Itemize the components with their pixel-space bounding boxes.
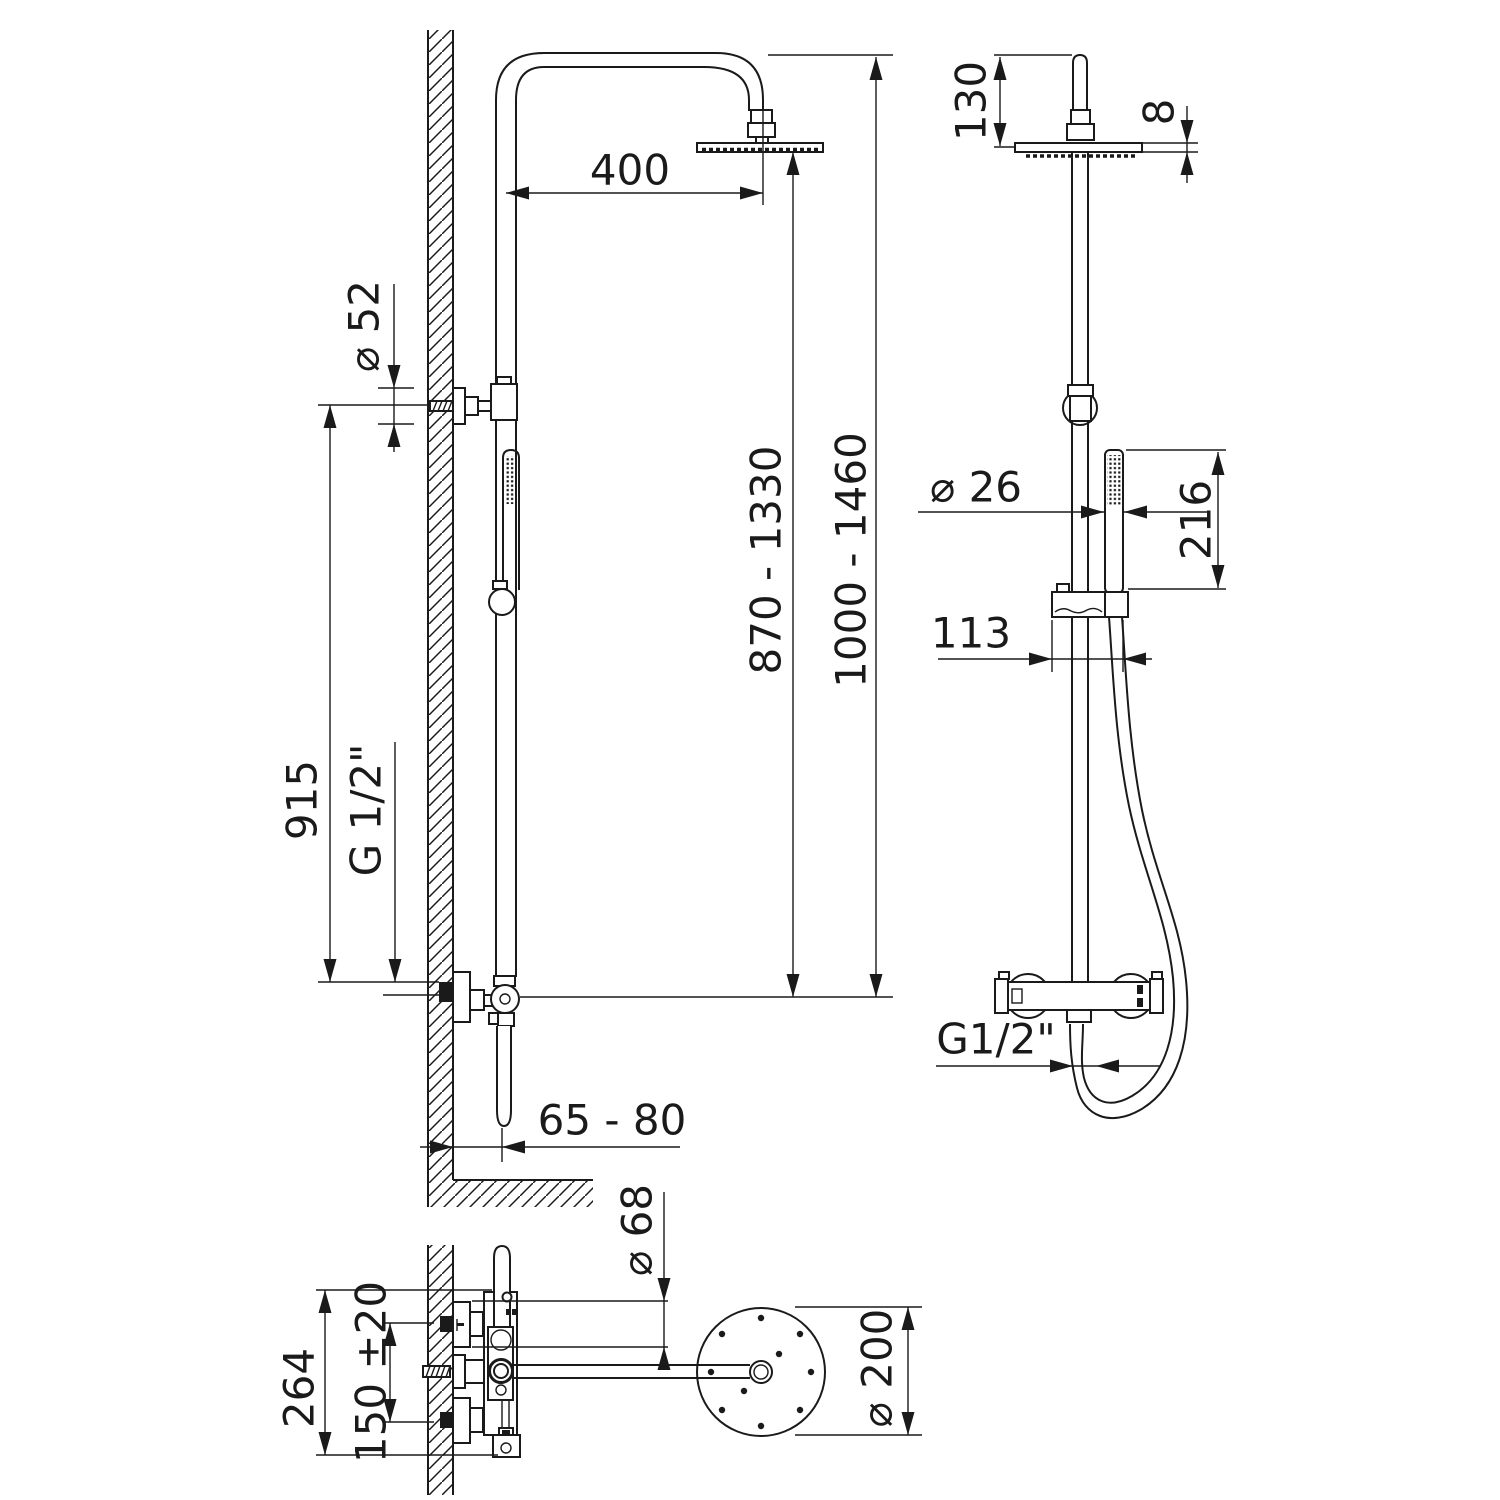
dim-label-holder-width: 113: [931, 609, 1011, 658]
dim-label-escutcheon-diameter: ⌀ 68: [613, 1184, 662, 1276]
dim-label-valve-to-head: 870 - 1330: [742, 446, 791, 675]
dim-wall-clearance: 65 - 80: [420, 1096, 687, 1162]
front-column: [1014, 53, 1143, 982]
hand-shower-front: [1104, 449, 1124, 594]
dim-label-bracket-to-valve: 915: [278, 760, 327, 840]
spray-face-texture: [1107, 455, 1121, 505]
dim-head-thickness: 8: [1135, 99, 1198, 183]
riser-and-arm: [495, 52, 824, 977]
dim-head-diameter: ⌀ 200: [795, 1306, 922, 1436]
valve-lever: [496, 1026, 512, 1128]
cold-inlet: [440, 1412, 453, 1428]
arm-nut: [747, 122, 776, 138]
slider-holder: [1051, 583, 1129, 618]
thermostatic-mixer: [994, 971, 1164, 1023]
dim-head-offset: 130: [947, 54, 1072, 148]
hot-inlet: [440, 1316, 453, 1332]
bracket-escutcheon: [452, 387, 466, 425]
shower-hose: [1069, 616, 1189, 1120]
overhead-shower-side: [696, 142, 824, 153]
dim-label-valve-to-top: 1000 - 1460: [827, 432, 876, 688]
side-view: 400 ⌀ 52 915 G 1/2": [278, 30, 893, 1207]
dim-bracket-to-valve: 915: [278, 404, 439, 983]
dim-label-inlet-spacing: 150 ±20: [347, 1281, 396, 1463]
dim-holder-width: 113: [931, 609, 1152, 672]
wall-bracket: [429, 376, 518, 425]
dim-inlet-thread: G 1/2": [342, 742, 439, 996]
valve-lever-plan: [493, 1244, 511, 1327]
dim-label-wall-clearance: 65 - 80: [538, 1096, 687, 1145]
dim-hand-shower-diameter: ⌀ 26: [918, 463, 1208, 519]
dim-label-head-offset: 130: [947, 61, 996, 141]
valve-escutcheon: [452, 971, 471, 1023]
arm-stub: [1072, 53, 1088, 112]
dim-valve-to-top: 1000 - 1460: [520, 54, 893, 998]
dim-label-arm-reach: 400: [590, 146, 670, 195]
dim-label-head-thickness: 8: [1135, 99, 1184, 126]
hand-shower-side: [488, 448, 520, 616]
slider-knob: [488, 588, 516, 616]
dim-inlet-spacing: 150 ±20: [347, 1281, 434, 1463]
arm-joint: [750, 109, 773, 124]
plan-arm-and-head: [512, 1307, 826, 1437]
front-view: 130 8 ⌀ 26 216: [918, 53, 1226, 1120]
inlet-escutcheon-bottom: [452, 1397, 471, 1444]
overhead-shower-front: [1014, 142, 1143, 153]
valve-side: [439, 971, 520, 1128]
dim-label-hand-shower-length: 216: [1172, 480, 1221, 560]
dim-valve-assembly-width: 264: [275, 1289, 498, 1456]
dim-outlet-thread: G1/2": [936, 1015, 1160, 1073]
dim-escutcheon-diameter: ⌀ 68: [472, 1184, 671, 1370]
dim-label-bracket-diameter: ⌀ 52: [340, 280, 389, 372]
overhead-shower-plan: [696, 1307, 826, 1437]
bottom-bracket-plan: [492, 1434, 521, 1458]
holder-body: [1051, 591, 1129, 618]
plan-view: 264 150 ±20 ⌀ 68 ⌀ 200: [275, 1184, 922, 1495]
plan-valve-assembly: [422, 1244, 521, 1458]
nozzle-dots: [707, 1314, 815, 1430]
dim-label-valve-assembly-width: 264: [275, 1348, 324, 1428]
dim-label-hand-shower-diameter: ⌀ 26: [930, 463, 1022, 512]
dim-bracket-diameter: ⌀ 52: [340, 280, 414, 452]
dim-valve-to-head: 870 - 1330: [742, 152, 800, 997]
dim-arm-reach: 400: [506, 106, 764, 205]
spray-face-texture: [506, 456, 517, 504]
dim-label-head-diameter: ⌀ 200: [853, 1309, 902, 1428]
hose-outlet: [1066, 1009, 1092, 1023]
floor-hatch: [428, 1180, 593, 1207]
bracket-collar: [490, 383, 518, 421]
dim-label-inlet-thread: G 1/2": [342, 744, 391, 877]
wall-inlet: [439, 982, 453, 1002]
dim-hand-shower-length: 216: [1126, 449, 1226, 590]
arm-joint-plan: [488, 1358, 514, 1384]
valve-ball: [490, 984, 520, 1014]
dim-label-outlet-thread: G1/2": [936, 1015, 1055, 1064]
